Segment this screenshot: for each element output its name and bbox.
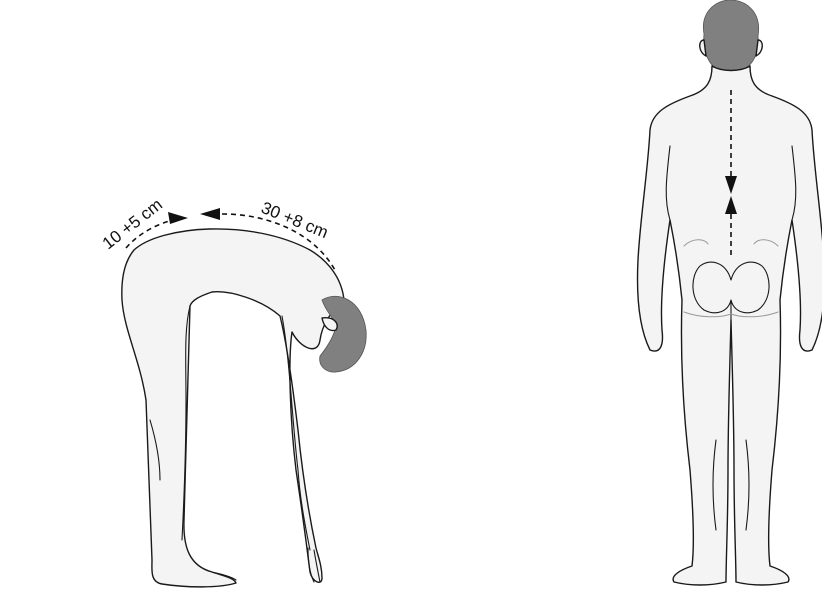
knee-contour xyxy=(149,419,161,481)
dimples xyxy=(683,239,779,247)
standing-head xyxy=(702,0,760,75)
bent-head xyxy=(319,295,367,373)
front-leg-contour xyxy=(181,305,191,541)
ear xyxy=(321,316,338,332)
hand-fingers xyxy=(307,547,321,583)
left-calf xyxy=(712,439,717,531)
right-arm-contour xyxy=(791,145,797,221)
hanging-arm xyxy=(281,315,311,551)
left-ear xyxy=(699,39,707,57)
buttocks-contour xyxy=(692,261,770,314)
bending-figure: 10 +5 cm 30 +8 cm xyxy=(99,195,367,588)
standing-figure xyxy=(636,0,822,586)
right-ear xyxy=(755,39,763,57)
thoracic-arrowhead xyxy=(200,208,220,220)
spine-down-arrowhead xyxy=(725,176,737,194)
left-arm-contour xyxy=(665,145,671,221)
gluteal-fold xyxy=(683,311,779,318)
lumbar-arrowhead xyxy=(168,212,188,224)
standing-body xyxy=(636,65,822,586)
bending-body xyxy=(121,228,345,588)
spine-up-arrowhead xyxy=(725,196,737,214)
thoracic-measure-arc xyxy=(221,213,337,273)
right-calf xyxy=(745,439,750,531)
foot-toes xyxy=(211,571,237,581)
